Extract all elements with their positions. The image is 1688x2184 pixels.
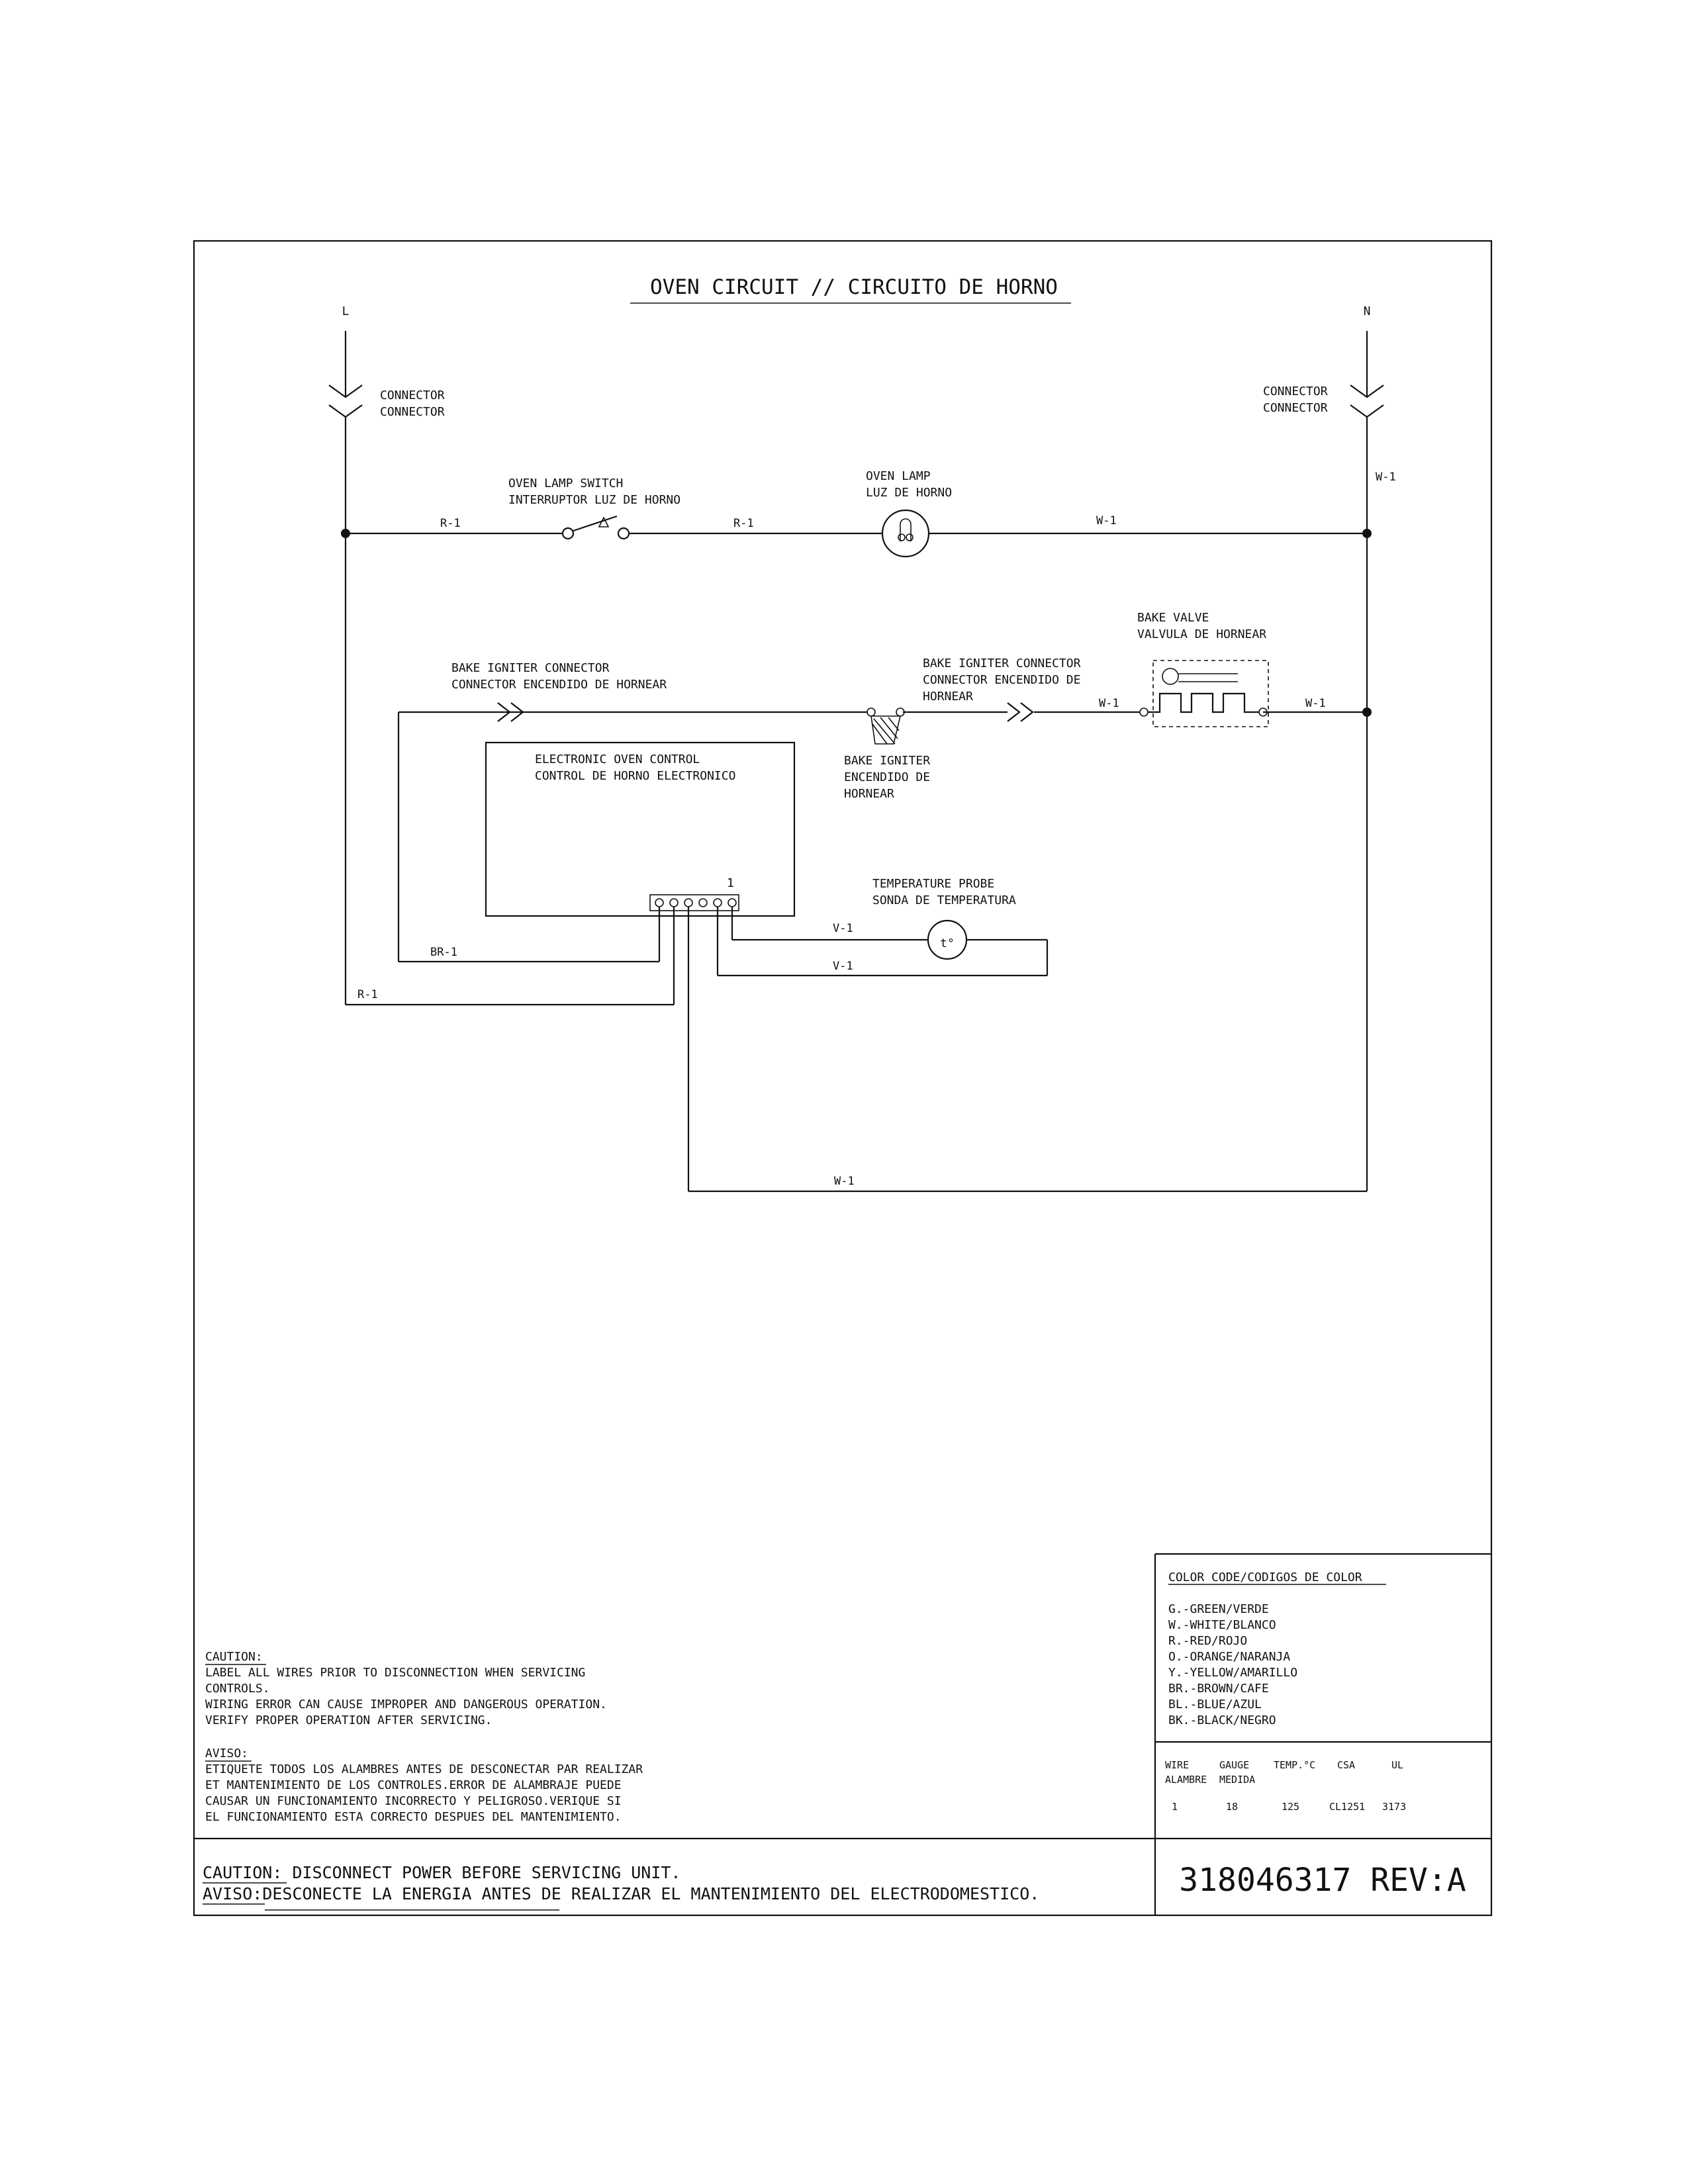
bake-igniter-symbol [867, 707, 905, 745]
wire-label-v1-b: V-1 [833, 960, 853, 973]
color-code-item: BK.-BLACK/NEGRO [1168, 1713, 1276, 1727]
aviso-line: EL FUNCIONAMIENTO ESTA CORRECTO DESPUES … [205, 1810, 622, 1824]
aviso-line: ET MANTENIMIENTO DE LOS CONTROLES.ERROR … [205, 1778, 622, 1792]
color-code-item: R.-RED/ROJO [1168, 1634, 1247, 1648]
temperature-probe-symbol-text: t° [940, 936, 955, 950]
temperature-probe-label-1: TEMPERATURE PROBE [872, 877, 994, 891]
footer-caution: CAUTION: DISCONNECT POWER BEFORE SERVICI… [203, 1863, 680, 1882]
right-connector-label-2: CONNECTOR [1263, 401, 1328, 415]
color-code-item: BR.-BROWN/CAFE [1168, 1682, 1269, 1696]
caution-line: WIRING ERROR CAN CAUSE IMPROPER AND DANG… [205, 1698, 607, 1711]
temperature-probe-symbol [927, 919, 968, 960]
footer-aviso-text: DESCONECTE LA ENERGIA ANTES DE REALIZAR … [262, 1884, 1039, 1903]
igniter-circuit-wire [397, 711, 1367, 962]
aviso-line: CAUSAR UN FUNCIONAMIENTO INCORRECTO Y PE… [205, 1794, 622, 1808]
wire-table-header-gauge: GAUGE [1219, 1759, 1249, 1771]
wire-table-header-csa: CSA [1337, 1759, 1355, 1771]
wire-label-w1-valve-out: W-1 [1305, 697, 1326, 710]
color-code-item: O.-ORANGE/NARANJA [1168, 1650, 1290, 1664]
right-igniter-connector-label-2: CONNECTOR ENCENDIDO DE [923, 673, 1080, 687]
caution-line: VERIFY PROPER OPERATION AFTER SERVICING. [205, 1713, 492, 1727]
wire-label-r1-b: R-1 [733, 517, 754, 530]
left-igniter-connector-label-1: BAKE IGNITER CONNECTOR [451, 661, 610, 675]
wire-table-header-temp: TEMP.°C [1274, 1759, 1315, 1771]
footer-aviso-label: AVISO: [203, 1884, 262, 1903]
left-connector-label-1: CONNECTOR [380, 388, 445, 402]
bake-igniter-label-1: BAKE IGNITER [844, 754, 930, 768]
electronic-oven-control-box [485, 741, 796, 917]
control-pin-one-label: 1 [727, 876, 734, 890]
left-connector-symbol [328, 331, 363, 533]
oven-lamp-label-1: OVEN LAMP [866, 469, 931, 483]
wire-table-cell: 3173 [1382, 1801, 1406, 1813]
neutral-terminal-label: N [1364, 304, 1371, 318]
color-code-title: COLOR CODE/CODIGOS DE COLOR [1168, 1570, 1362, 1584]
color-code-table [194, 1553, 1491, 1915]
caution-line: CONTROLS. [205, 1682, 270, 1696]
bake-igniter-label-3: HORNEAR [844, 787, 894, 801]
aviso-title: AVISO: [205, 1747, 248, 1760]
wire-table-header-medida: MEDIDA [1219, 1774, 1255, 1786]
aviso-line: ETIQUETE TODOS LOS ALAMBRES ANTES DE DES… [205, 1762, 643, 1776]
wire-label-v1-a: V-1 [833, 922, 853, 935]
bake-valve-label-1: BAKE VALVE [1137, 611, 1209, 625]
wire-label-w1-lamp: W-1 [1096, 514, 1117, 527]
wire-label-w1-valve-in: W-1 [1099, 697, 1119, 710]
wire-table-cell: CL1251 [1329, 1801, 1365, 1813]
footer-aviso: AVISO:DESCONECTE LA ENERGIA ANTES DE REA… [203, 1884, 1039, 1903]
electronic-oven-control-label-2: CONTROL DE HORNO ELECTRONICO [535, 769, 735, 783]
wire-table-header-ul: UL [1391, 1759, 1403, 1771]
left-connector-label-2: CONNECTOR [380, 405, 445, 419]
footer-caution-text: DISCONNECT POWER BEFORE SERVICING UNIT. [282, 1863, 680, 1882]
wire-table-cell: 125 [1282, 1801, 1299, 1813]
wire-table-cell: 18 [1226, 1801, 1238, 1813]
oven-lamp-symbol [881, 509, 930, 558]
control-terminal-block [649, 894, 739, 911]
line-terminal-label: L [342, 304, 350, 318]
right-igniter-connector-label-3: HORNEAR [923, 690, 973, 704]
wire-label-w1-bottom: W-1 [834, 1175, 855, 1188]
left-igniter-connector-symbol [497, 702, 524, 722]
part-number: 318046317 REV:A [1179, 1862, 1466, 1899]
temperature-probe-label-2: SONDA DE TEMPERATURA [872, 893, 1016, 907]
temperature-probe-wires [716, 907, 1049, 977]
junction-right-valve [1362, 707, 1372, 717]
electronic-oven-control-label-1: ELECTRONIC OVEN CONTROL [535, 752, 700, 766]
color-code-item: BL.-BLUE/AZUL [1168, 1698, 1262, 1711]
right-connector-symbol [1350, 331, 1384, 533]
oven-lamp-label-2: LUZ DE HORNO [866, 486, 952, 500]
caution-title: CAUTION: [205, 1650, 263, 1664]
wire-table-header-alambre: ALAMBRE [1165, 1774, 1207, 1786]
wire-label-r1-a: R-1 [440, 517, 461, 530]
footer-caution-label: CAUTION: [203, 1863, 282, 1882]
bake-igniter-label-2: ENCENDIDO DE [844, 770, 930, 784]
oven-lamp-switch-label-1: OVEN LAMP SWITCH [508, 477, 623, 490]
bake-valve-symbol [1139, 660, 1269, 727]
oven-lamp-switch-symbol [561, 515, 630, 540]
wire-label-br1: BR-1 [430, 946, 457, 959]
right-igniter-connector-label-1: BAKE IGNITER CONNECTOR [923, 657, 1081, 670]
caution-line: LABEL ALL WIRES PRIOR TO DISCONNECTION W… [205, 1666, 585, 1680]
oven-lamp-switch-label-2: INTERRUPTOR LUZ DE HORNO [508, 493, 680, 507]
wire-table-header-wire: WIRE [1165, 1759, 1189, 1771]
bake-valve-label-2: VALVULA DE HORNEAR [1137, 627, 1266, 641]
right-igniter-connector-symbol [1007, 702, 1034, 722]
color-code-item: W.-WHITE/BLANCO [1168, 1618, 1276, 1632]
diagram-title: OVEN CIRCUIT // CIRCUITO DE HORNO [650, 275, 1058, 299]
sheet-border [193, 240, 1493, 1917]
color-code-item: Y.-YELLOW/AMARILLO [1168, 1666, 1297, 1680]
color-code-item: G.-GREEN/VERDE [1168, 1602, 1269, 1616]
wire-label-w1-right: W-1 [1376, 471, 1396, 484]
right-connector-label-1: CONNECTOR [1263, 385, 1328, 398]
wire-label-r1-bottom: R-1 [357, 988, 378, 1001]
left-igniter-connector-label-2: CONNECTOR ENCENDIDO DE HORNEAR [451, 678, 667, 692]
wire-table-cell: 1 [1172, 1801, 1178, 1813]
